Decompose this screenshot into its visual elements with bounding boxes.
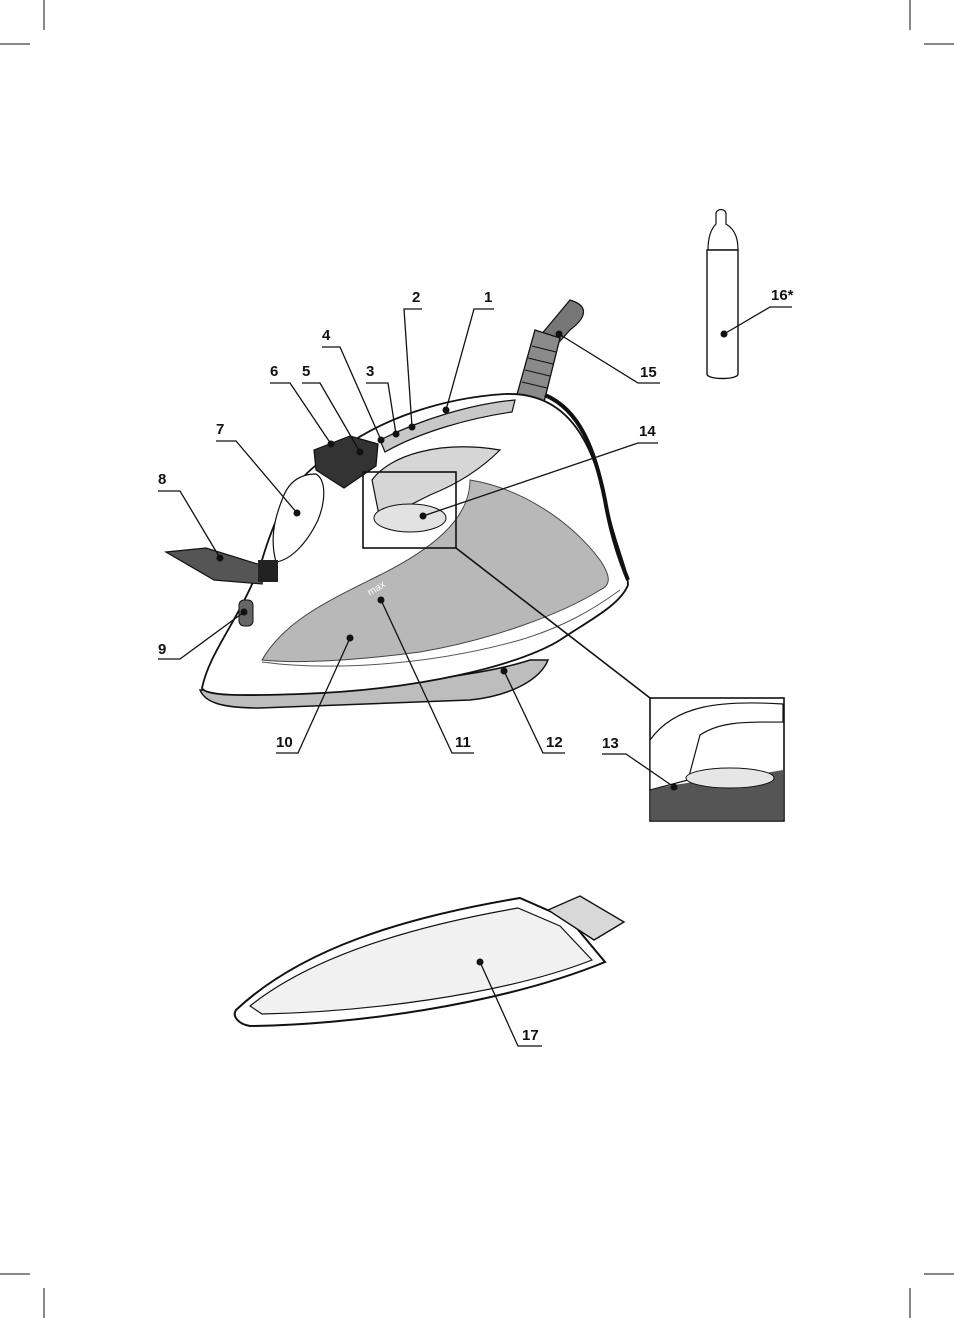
callout-2: 2 bbox=[412, 289, 420, 306]
callout-11: 11 bbox=[455, 734, 471, 751]
callout-12: 12 bbox=[546, 734, 563, 751]
callout-13: 13 bbox=[602, 735, 619, 752]
steam-iron: max bbox=[166, 300, 628, 708]
callout-14: 14 bbox=[639, 423, 656, 440]
temperature-dial bbox=[374, 504, 446, 532]
filler-bottle bbox=[707, 210, 738, 379]
callout-1: 1 bbox=[484, 289, 492, 306]
callout-15: 15 bbox=[640, 364, 657, 381]
ironing-shoe bbox=[235, 896, 624, 1026]
callout-4: 4 bbox=[322, 327, 331, 344]
callout-5: 5 bbox=[302, 363, 310, 380]
callout-10: 10 bbox=[276, 734, 293, 751]
callout-16: 16* bbox=[771, 287, 794, 304]
callout-17: 17 bbox=[522, 1027, 539, 1044]
cord-sleeve bbox=[516, 330, 560, 402]
callout-3: 3 bbox=[366, 363, 374, 380]
callout-7: 7 bbox=[216, 421, 224, 438]
inlet-lid bbox=[166, 548, 264, 584]
detail-inset bbox=[650, 698, 784, 821]
callout-6: 6 bbox=[270, 363, 278, 380]
callout-8: 8 bbox=[158, 471, 166, 488]
callout-9: 9 bbox=[158, 641, 166, 658]
